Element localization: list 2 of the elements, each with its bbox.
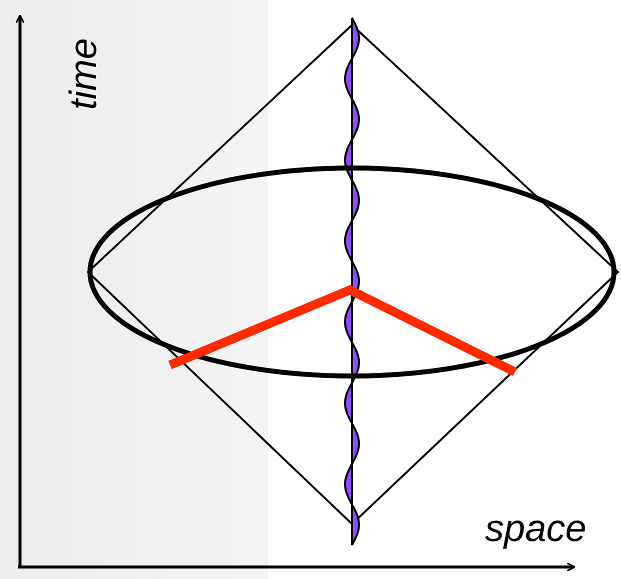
axis-label: space [485, 510, 586, 548]
axis-label: time [64, 38, 103, 110]
